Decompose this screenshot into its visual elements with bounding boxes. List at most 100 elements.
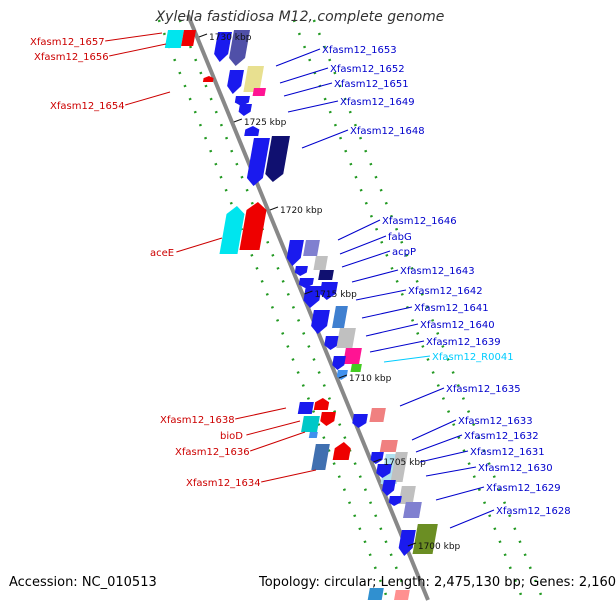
scale-tick-mark: [198, 33, 208, 38]
gene-1646: [286, 240, 304, 266]
gene-1630a: [376, 464, 392, 478]
gene-bottom-a: [367, 588, 384, 600]
right-gene-label: Xfasm12_1640: [420, 320, 495, 331]
right-gene-label: Xfasm12_1649: [340, 97, 415, 108]
right-gene-leader: [287, 100, 339, 113]
scale-tick-label: 1725 kbp: [244, 118, 287, 128]
dotted-track-inner-left: [178, 19, 411, 601]
gene-1648b: [246, 138, 270, 186]
gene-1656: [181, 30, 196, 46]
gene-1634b: [332, 442, 351, 460]
gene-acee-a: [219, 206, 245, 254]
scale-tick-mark: [338, 374, 348, 379]
scale-tick-label: 1700 kbp: [418, 542, 461, 552]
gene-1640: [324, 336, 340, 350]
gene-acpp: [294, 266, 308, 276]
right-gene-leader: [425, 466, 477, 477]
gene-1638a: [297, 402, 314, 414]
gene-1635: [369, 408, 386, 422]
topology-text: Topology: circular; Length: 2,475,130 bp…: [259, 575, 616, 590]
right-gene-leader: [415, 434, 463, 453]
gene-r0041: [350, 364, 362, 372]
right-gene-leader: [411, 419, 457, 441]
scale-tick-mark: [407, 542, 417, 547]
right-gene-leader: [369, 340, 425, 353]
gene-1628a: [398, 530, 416, 556]
gene-1657: [164, 30, 184, 48]
left-gene-label: Xfasm12_1634: [186, 478, 261, 489]
right-gene-label: Xfasm12_R0041: [432, 352, 514, 363]
right-gene-leader: [337, 219, 381, 241]
gene-1630b: [382, 480, 396, 496]
map-title: Xylella fastidiosa M12, complete genome: [155, 9, 445, 25]
right-gene-leader: [355, 289, 407, 301]
right-gene-label: fabG: [388, 232, 412, 243]
right-gene-label: Xfasm12_1631: [470, 447, 545, 458]
gene-1634a: [311, 444, 330, 470]
gene-1639b: [343, 348, 362, 364]
right-gene-label: Xfasm12_1632: [464, 431, 539, 442]
left-gene-leader: [250, 431, 306, 452]
gene-1651b: [252, 88, 266, 96]
scale-tick-mark: [373, 458, 382, 463]
gene-acee-b: [239, 202, 267, 250]
right-gene-label: Xfasm12_1643: [400, 266, 475, 277]
gene-1653a: [214, 32, 232, 62]
gene-1637: [332, 356, 346, 370]
right-gene-leader: [279, 67, 329, 84]
right-gene-label: Xfasm12_1651: [334, 79, 409, 90]
gene-1648a: [244, 126, 260, 136]
gene-1633: [379, 440, 398, 452]
right-gene-label: Xfasm12_1653: [322, 45, 397, 56]
gene-1651a: [227, 70, 244, 94]
right-gene-label: Xfasm12_1652: [330, 64, 405, 75]
scale-tick-label: 1715 kbp: [314, 290, 357, 300]
left-gene-label: aceE: [150, 248, 174, 259]
genome-backbone: [186, 14, 430, 601]
right-gene-leader: [365, 323, 419, 337]
gene-1629b: [403, 502, 422, 518]
right-gene-label: Xfasm12_1635: [446, 384, 521, 395]
right-gene-leader: [361, 306, 413, 319]
scale-tick-mark: [233, 118, 243, 123]
dotted-track-outer-left: [157, 19, 390, 601]
background-tracks: [157, 14, 545, 601]
gene-bottom-b: [394, 590, 410, 600]
gene-1629c: [388, 496, 402, 506]
left-gene-leader: [109, 43, 167, 57]
right-gene-label: acpP: [392, 247, 416, 258]
right-gene-label: Xfasm12_1628: [496, 506, 571, 517]
gene-1628b: [412, 524, 438, 554]
dotted-track-outer-right: [312, 19, 545, 601]
gene-1643a: [298, 278, 314, 288]
right-gene-leader: [419, 450, 469, 463]
gene-1636: [320, 412, 336, 426]
gene-labels: Xfasm12_1657Xfasm12_1656Xfasm12_1654aceE…: [30, 32, 571, 529]
left-gene-leader: [105, 32, 163, 42]
gene-1642a: [303, 286, 322, 308]
gene-1631b: [390, 452, 408, 482]
right-gene-leader: [351, 269, 399, 283]
right-gene-leader: [341, 250, 391, 268]
right-gene-label: Xfasm12_1629: [486, 483, 561, 494]
gene-features: [164, 30, 438, 600]
right-gene-label: Xfasm12_1633: [458, 416, 533, 427]
left-gene-label: Xfasm12_1638: [160, 415, 235, 426]
right-gene-label: Xfasm12_1639: [426, 337, 501, 348]
right-gene-label: Xfasm12_1648: [350, 126, 425, 137]
gene-1635b: [352, 414, 368, 428]
left-gene-label: Xfasm12_1654: [50, 101, 125, 112]
right-gene-leader: [283, 82, 333, 97]
gene-1641b: [332, 306, 348, 328]
left-gene-leader: [246, 420, 301, 436]
right-gene-leader: [449, 509, 495, 529]
left-gene-leader: [235, 407, 287, 420]
gene-1639a: [336, 328, 356, 348]
right-gene-label: Xfasm12_1646: [382, 216, 457, 227]
left-gene-label: Xfasm12_1657: [30, 37, 105, 48]
gene-1646b: [303, 240, 320, 256]
scale-tick-label: 1730 kbp: [209, 33, 252, 43]
right-gene-leader: [383, 355, 431, 363]
